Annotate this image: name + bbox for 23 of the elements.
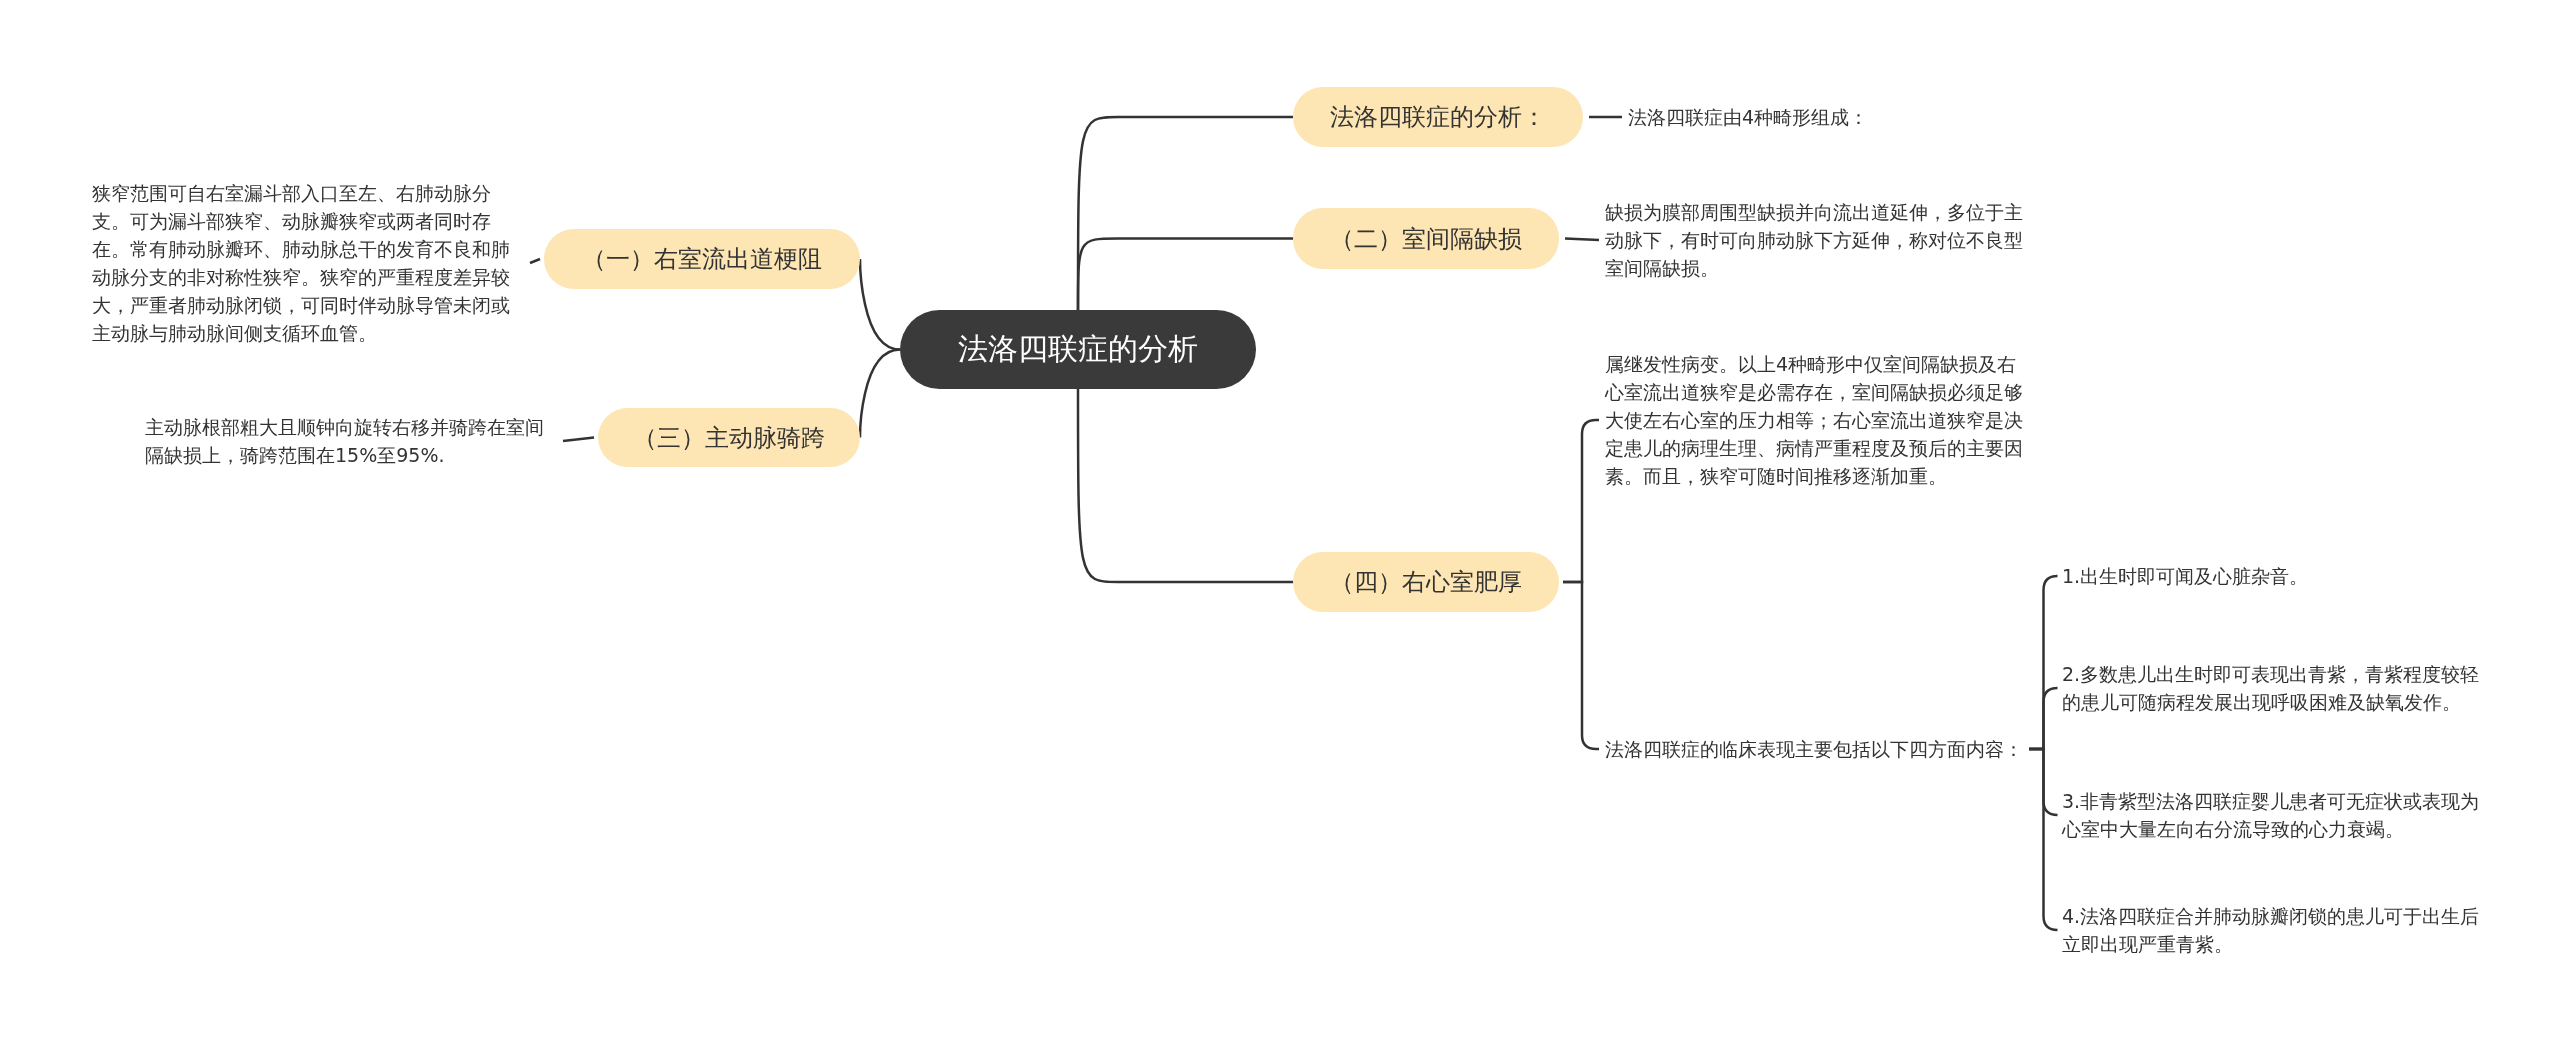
note-text: 属继发性病变。以上4种畸形中仅室间隔缺损及右心室流出道狭窄是必需存在，室间隔缺损必须足够大使左右心室的压力相等；右心室流出道狭窄是决定患儿的病理生理、病情严重程度及预后的主要因素。而且，狭窄可随时间推移逐渐加重。 bbox=[1605, 340, 2025, 500]
connector-line bbox=[2029, 747, 2059, 932]
connector-line bbox=[858, 348, 901, 438]
connector-line bbox=[1564, 237, 1600, 242]
note-text: 主动脉根部粗大且顺钟向旋转右移并骑跨在室间隔缺损上，骑跨范围在15%至95%. bbox=[145, 410, 557, 472]
note-text: 1.出生时即可闻及心脏杂音。 bbox=[2062, 559, 2492, 593]
note-text: 4.法洛四联症合并肺动脉瓣闭锁的患儿可于出生后立即出现严重青紫。 bbox=[2062, 900, 2492, 960]
topic-pill: （四）右心室肥厚 bbox=[1293, 552, 1559, 612]
topic-pill: （二）室间隔缺损 bbox=[1293, 208, 1559, 269]
connector-line bbox=[529, 257, 541, 265]
note-text: 法洛四联症由4种畸形组成： bbox=[1628, 100, 1958, 134]
note-text: 3.非青紫型法洛四联症婴儿患者可无症状或表现为心室中大量左向右分流导致的心力衰竭。 bbox=[2062, 785, 2492, 845]
note-text: 法洛四联症的临床表现主要包括以下四方面内容： bbox=[1605, 718, 2025, 780]
topic-pill: 法洛四联症的分析： bbox=[1293, 87, 1583, 147]
note-text: 狭窄范围可自右室漏斗部入口至左、右肺动脉分支。可为漏斗部狭窄、动脉瓣狭窄或两者同时存在。常有肺动脉瓣环、肺动脉总干的发育不良和肺动脉分支的非对称性狭窄。狭窄的严重程度差异较大，严重者肺动脉闭锁，可同时伴动脉导管未闭或主动脉与肺动脉间侧支循环血管。 bbox=[92, 168, 524, 358]
central-topic: 法洛四联症的分析 bbox=[900, 310, 1256, 389]
note-text: 2.多数患儿出生时即可表现出青紫，青紫程度较轻的患儿可随病程发展出现呼吸困难及缺氧发作。 bbox=[2062, 644, 2492, 732]
topic-pill: （三）主动脉骑跨 bbox=[598, 408, 860, 467]
connector-line bbox=[562, 436, 595, 443]
note-text: 缺损为膜部周围型缺损并向流出道延伸，多位于主动脉下，有时可向肺动脉下方延伸，称对位不良型室间隔缺损。 bbox=[1605, 195, 2025, 285]
connector-line bbox=[858, 258, 901, 351]
topic-pill: （一）右室流出道梗阻 bbox=[544, 229, 860, 289]
connector-line bbox=[1589, 115, 1622, 119]
